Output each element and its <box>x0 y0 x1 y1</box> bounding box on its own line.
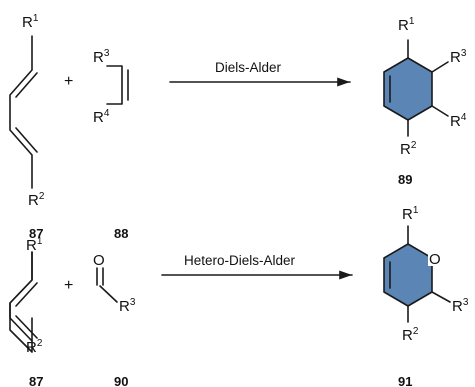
aldehyde-substituent-r3: R3 <box>119 297 136 315</box>
aldehyde-90: O R3 90 <box>93 252 136 387</box>
compound-number-90: 90 <box>114 374 128 387</box>
ring-bond-to-r4 <box>431 105 449 117</box>
product-substituent-r4: R4 <box>450 112 467 130</box>
product-91: O R1 R3 R2 91 <box>383 205 469 387</box>
arrow-label-diels-alder: Diels-Alder <box>215 60 282 75</box>
product-substituent-r1: R1 <box>398 16 415 34</box>
dihydropyran-ring <box>383 243 433 307</box>
compound-number-91: 91 <box>398 374 412 387</box>
aldehyde-chain <box>99 285 118 303</box>
diene-chain <box>9 251 33 342</box>
product-substituent-r2: R2 <box>400 140 417 158</box>
ring-bond-to-r3 <box>431 291 451 303</box>
diene-substituent-r2: R2 <box>28 191 45 209</box>
dienophile-88: R3 R4 88 <box>93 48 129 241</box>
dienophile-substituent-r3: R3 <box>93 48 110 66</box>
diene-substituent-r1: R1 <box>26 236 43 254</box>
diene-substituent-r1: R1 <box>22 13 39 31</box>
arrow-label-hetero-diels-alder: Hetero-Diels-Alder <box>184 253 296 268</box>
diene-skeleton <box>9 35 33 189</box>
compound-number-89: 89 <box>398 172 412 187</box>
diene-87-second: R1 R2 87 <box>9 236 43 387</box>
diene-87: R1 R2 87 <box>9 13 45 241</box>
product-substituent-r3: R3 <box>450 48 467 66</box>
reaction-hetero-diels-alder: R1 R2 87 + O R3 90 Hetero-Diels-Alder O … <box>9 205 469 387</box>
product-89: R1 R3 R4 R2 89 <box>383 16 467 187</box>
reaction-diels-alder: R1 R2 87 + R3 R4 88 Diels-Alder R1 R3 R4 <box>9 13 467 241</box>
oxygen-label-background <box>428 250 441 266</box>
compound-number-87-second: 87 <box>29 374 43 387</box>
compound-number-87: 87 <box>29 226 43 241</box>
cyclohexene-ring <box>383 57 433 121</box>
ring-bond-to-r3 <box>431 61 449 73</box>
diene-double-bond-lower <box>15 315 38 339</box>
plus-sign-second: + <box>64 277 73 294</box>
diene-double-bond-lower <box>15 127 38 153</box>
plus-sign: + <box>64 73 73 90</box>
product-substituent-r2: R2 <box>402 326 419 344</box>
diene-double-bond-upper <box>15 282 38 307</box>
dienophile-substituent-r4: R4 <box>93 108 110 126</box>
ring-oxygen: O <box>429 251 441 268</box>
product-substituent-r3: R3 <box>452 297 469 315</box>
dienophile-skeleton <box>106 65 123 105</box>
aldehyde-oxygen: O <box>93 252 105 269</box>
diene-substituent-r2: R2 <box>26 338 43 356</box>
compound-number-88: 88 <box>114 226 128 241</box>
diene-double-bond-upper <box>15 72 38 98</box>
product-substituent-r1: R1 <box>402 205 419 223</box>
